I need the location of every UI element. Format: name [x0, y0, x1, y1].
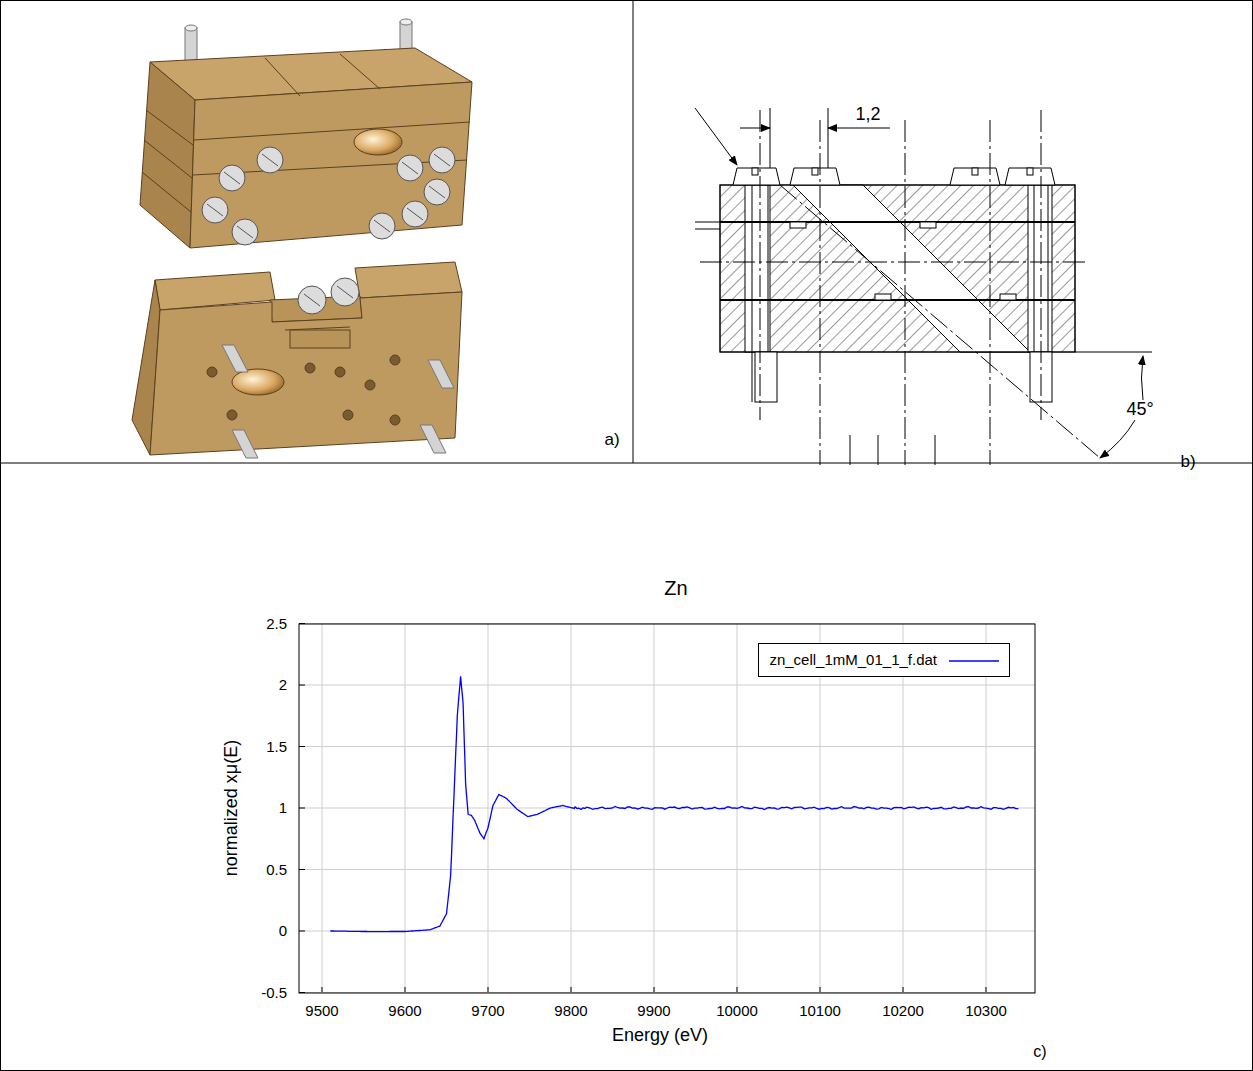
axis-tick-label: 0: [279, 923, 287, 940]
angle-dimension: 45°: [1124, 400, 1155, 420]
panel-label: b): [1180, 453, 1195, 472]
axis-tick-label: 9500: [305, 1003, 338, 1020]
axis-tick-label: 9700: [471, 1003, 504, 1020]
grid-line: [299, 685, 1035, 686]
legend-text: zn_cell_1mM_01_1_f.dat: [769, 652, 937, 669]
cell-render-top: [140, 19, 472, 248]
spectrum-line: [330, 676, 1018, 931]
plot-area: [299, 624, 1035, 993]
axis-tick-label: 9800: [554, 1003, 587, 1020]
tick-mark: [299, 746, 305, 747]
pins-bottom: [222, 345, 454, 458]
axis-tick-label: 10000: [716, 1003, 758, 1020]
axis-tick-label: 1.5: [266, 738, 287, 755]
axis-tick-label: 1: [279, 800, 287, 817]
axis-tick-label: 2.5: [266, 615, 287, 632]
plot-frame: [299, 624, 1035, 993]
panel-label: c): [1033, 1043, 1046, 1061]
axis-tick-label: 10200: [882, 1003, 924, 1020]
axis-title: Energy (eV): [612, 1026, 708, 1046]
dimension-text: 1,2: [853, 105, 882, 125]
chart-title: Zn: [664, 577, 687, 599]
axis-tick-label: 0.5: [266, 861, 287, 878]
axis-tick-label: 9600: [388, 1003, 421, 1020]
grid-line: [299, 746, 1035, 747]
grid-line: [299, 869, 1035, 870]
section-drawing: [695, 108, 1152, 465]
axis-tick-label: 2: [279, 677, 287, 694]
tick-mark: [299, 685, 305, 686]
axis-tick-label: 9900: [637, 1003, 670, 1020]
axis-tick-label: -0.5: [261, 984, 287, 1001]
panel-label: a): [604, 431, 619, 450]
axis-title: normalized xμ(E): [222, 740, 242, 876]
legend-line-sample: [949, 656, 999, 666]
tick-mark: [299, 869, 305, 870]
legend-box: zn_cell_1mM_01_1_f.dat: [758, 643, 1010, 677]
axis-tick-label: 10100: [799, 1003, 841, 1020]
tick-mark: [299, 931, 305, 932]
screw-heads-top: [202, 147, 455, 245]
axis-tick-label: 10300: [965, 1003, 1007, 1020]
screw-heads-bottom: [298, 278, 359, 314]
cell-render-bottom: [132, 262, 462, 455]
tick-mark: [299, 808, 305, 809]
